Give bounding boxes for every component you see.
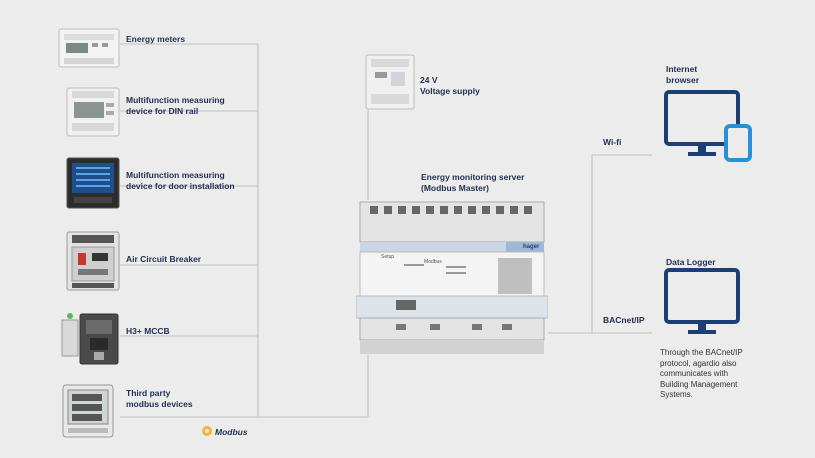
energy-meter-image <box>58 28 120 68</box>
data-logger-description: Through the BACnet/IP protocol, agardio … <box>660 348 743 399</box>
door-device-image <box>66 157 120 209</box>
internet-browser-label: Internet browser <box>666 64 700 85</box>
server-panel-text: Setup <box>381 254 395 260</box>
device-label-third-party: Third party modbus devices <box>126 388 193 409</box>
mccb-image <box>61 313 119 365</box>
modbus-logo-icon <box>202 426 212 436</box>
modbus-logo-text: Modbus <box>215 427 248 437</box>
energy-monitoring-server-image <box>356 201 548 354</box>
device-label-door: Multifunction measuring device for door … <box>126 170 235 191</box>
din-rail-device-image <box>66 87 120 137</box>
server-label: Energy monitoring server (Modbus Master) <box>421 172 525 193</box>
power-supply-label: 24 V Voltage supply <box>420 75 480 96</box>
data-logger-label: Data Logger <box>666 257 716 267</box>
third-party-device-image <box>62 384 114 438</box>
power-supply-image <box>365 54 415 110</box>
device-label-energy-meters: Energy meters <box>126 34 186 44</box>
device-label-din-rail: Multifunction measuring device for DIN r… <box>126 95 225 116</box>
bacnet-link-label: BACnet/IP <box>603 315 645 325</box>
device-label-mccb: H3+ MCCB <box>126 326 170 336</box>
air-circuit-breaker-image <box>66 231 120 291</box>
monitor-icon <box>664 268 740 334</box>
server-brand: hager <box>523 244 540 250</box>
monitor-phone-icon <box>664 90 752 162</box>
wifi-link-label: Wi-fi <box>603 137 622 147</box>
server-panel-text2: Modbus <box>424 259 442 265</box>
device-label-acb: Air Circuit Breaker <box>126 254 202 264</box>
